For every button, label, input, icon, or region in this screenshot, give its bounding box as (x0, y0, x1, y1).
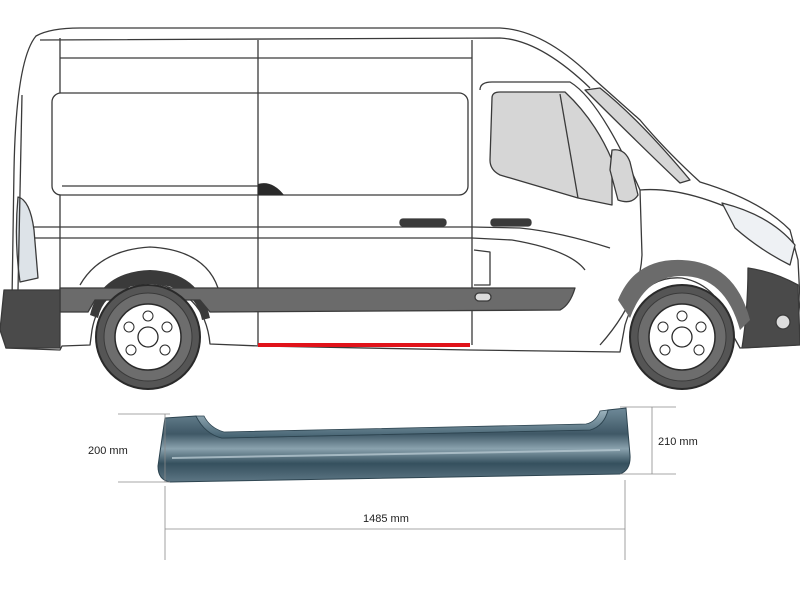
cab-door-handle (490, 218, 532, 227)
sill-panel-body (157, 407, 631, 483)
front-wheel (629, 284, 735, 390)
front-wheel-vents (657, 310, 707, 356)
sill-panel-highlight (171, 449, 621, 459)
sliding-door-handle (399, 218, 447, 227)
windscreen (584, 87, 691, 184)
side-mirror (609, 149, 639, 203)
body-crease-upper (18, 226, 611, 249)
fuel-cap (474, 292, 492, 302)
cab-window-pillar (559, 93, 579, 199)
dim-height-right-label: 210 mm (658, 436, 698, 448)
dim-length-label: 1485 mm (363, 513, 409, 525)
headlamp (721, 202, 796, 266)
body-crease-lower (18, 237, 586, 271)
rear-door-edge (17, 94, 23, 291)
fog-lamp (775, 314, 791, 330)
rear-arch-line (79, 246, 219, 289)
sill-panel-inner-step (195, 409, 609, 439)
dimension-lines (118, 406, 676, 560)
front-arch-trim (618, 259, 750, 330)
rear-wheel-vents (123, 310, 173, 356)
rear-arch-trim (90, 270, 210, 320)
side-step (473, 249, 491, 286)
side-trim-strip (59, 287, 576, 313)
dim-height-left-label: 200 mm (88, 445, 128, 457)
rear-lamp (15, 196, 39, 283)
roof-line (39, 37, 591, 89)
cab-window (489, 91, 613, 206)
door-rail-end (258, 183, 284, 195)
rear-bumper (0, 289, 61, 349)
rear-wheel (95, 284, 201, 390)
cargo-window (51, 92, 469, 196)
van-illustration (0, 27, 800, 353)
sill-panel-part (157, 407, 631, 483)
